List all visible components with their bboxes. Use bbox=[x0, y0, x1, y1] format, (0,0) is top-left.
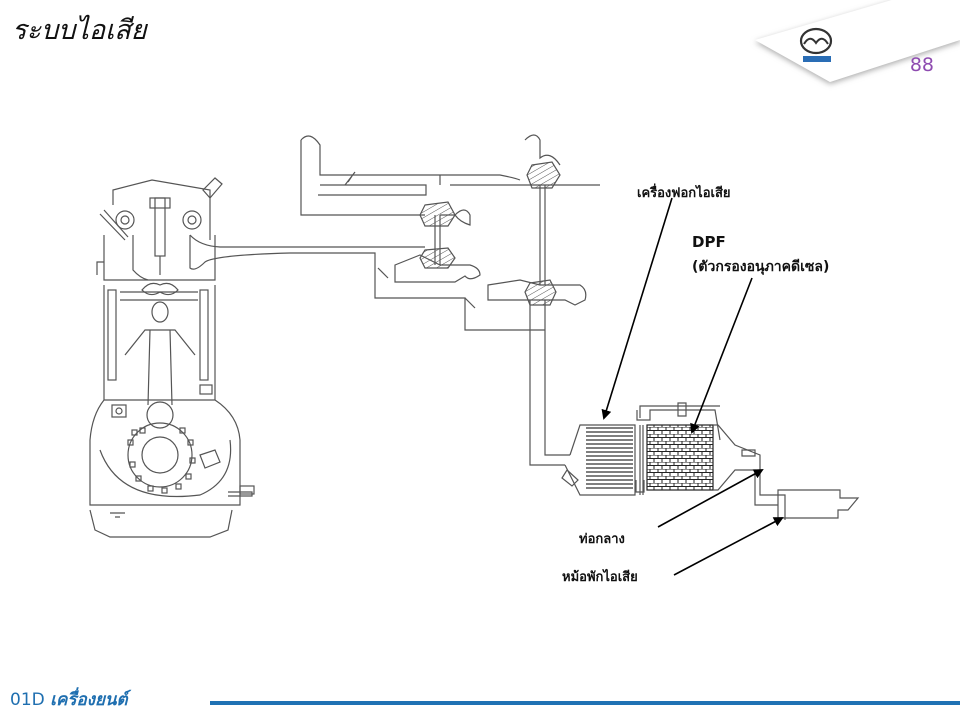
crank-gear bbox=[127, 427, 196, 494]
label-middle-pipe: ท่อกลาง bbox=[579, 532, 625, 547]
footer-divider bbox=[210, 701, 960, 705]
footer-chapter: 01D เครื่องยนต์ bbox=[10, 686, 128, 713]
sensors bbox=[344, 171, 476, 309]
flange-gaskets bbox=[419, 161, 561, 306]
middle-pipe-arrow bbox=[657, 469, 764, 528]
catalytic-converter bbox=[564, 424, 636, 496]
catalytic-arrow bbox=[601, 197, 673, 420]
dpf-filter bbox=[646, 424, 714, 491]
page-title: ระบบไอเสีย bbox=[12, 15, 147, 46]
muffler-arrow bbox=[673, 517, 784, 576]
muffler bbox=[777, 489, 860, 519]
label-dpf-title: DPF bbox=[692, 233, 726, 251]
engine-cylinder bbox=[89, 177, 291, 538]
mazda-logo-icon bbox=[799, 27, 833, 62]
exhaust-pipe-front bbox=[290, 134, 600, 466]
footer-code: 01D bbox=[10, 690, 45, 710]
logo-band bbox=[755, 0, 960, 82]
dpf-arrow bbox=[690, 277, 753, 434]
middle-pipe bbox=[713, 469, 778, 506]
footer-section: เครื่องยนต์ bbox=[50, 690, 128, 710]
label-dpf-subtitle: (ตัวกรองอนุภาคดีเซล) bbox=[692, 259, 830, 275]
label-muffler: หม้อพักไอเสีย bbox=[562, 570, 638, 585]
label-catalytic-converter: เครื่องฟอกไอเสีย bbox=[637, 186, 731, 201]
catalyst-lines bbox=[586, 427, 633, 489]
page-number: 88 bbox=[909, 54, 934, 76]
